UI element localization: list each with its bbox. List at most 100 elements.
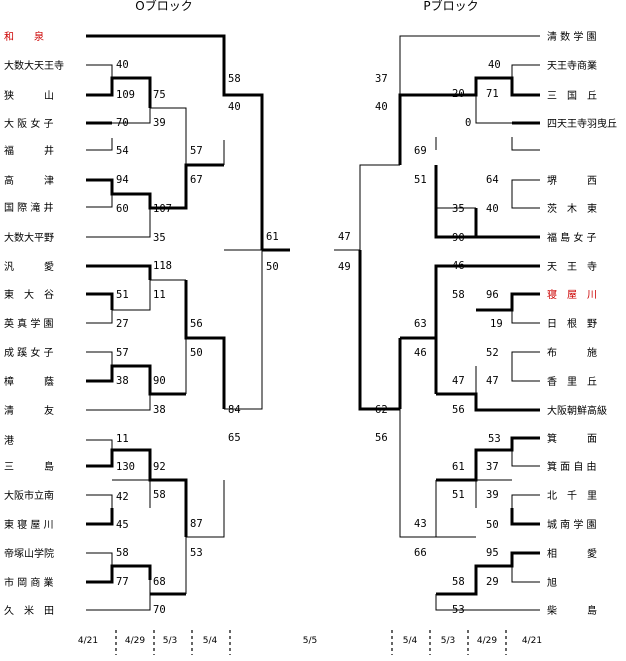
score-label: 61 <box>266 231 279 243</box>
score-label: 46 <box>414 347 427 359</box>
score-label: 87 <box>190 518 203 530</box>
score-label: 109 <box>116 89 135 101</box>
score-label: 77 <box>116 576 129 588</box>
score-label: 50 <box>190 347 203 359</box>
score-label: 58 <box>116 547 129 559</box>
p-team-name: 布 施 <box>547 346 597 359</box>
o-team-name: 汎 愛 <box>4 260 54 273</box>
score-label: 35 <box>153 232 166 244</box>
score-label: 64 <box>486 174 499 186</box>
round-date: 4/29 <box>125 636 145 646</box>
round-date: 4/29 <box>477 636 497 646</box>
o-team-name: 三 島 <box>4 460 54 473</box>
p-team-name: 堺 西 <box>547 175 597 187</box>
score-label: 56 <box>452 404 465 416</box>
score-label: 29 <box>486 576 499 588</box>
score-label: 0 <box>465 117 471 129</box>
p-team-name: 大阪朝鮮高級 <box>547 404 607 417</box>
score-label: 71 <box>486 88 499 100</box>
o-team-name: 福 井 <box>4 144 54 157</box>
score-label: 19 <box>490 318 503 330</box>
score-label: 60 <box>116 203 129 215</box>
o-team-name: 国 際 滝 井 <box>4 201 54 214</box>
o-team-name: 清 友 <box>4 404 54 417</box>
score-label: 53 <box>190 547 203 559</box>
score-label: 45 <box>116 519 129 531</box>
score-label: 38 <box>153 404 166 416</box>
score-label: 62 <box>375 404 388 416</box>
score-label: 84 <box>228 404 241 416</box>
score-label: 92 <box>153 461 166 473</box>
score-label: 53 <box>452 604 465 616</box>
o-team-name: 狭 山 <box>4 89 54 102</box>
score-label: 90 <box>452 232 465 244</box>
score-label: 51 <box>414 174 427 186</box>
score-label: 42 <box>116 491 129 503</box>
p-block-title: Pブロック <box>423 0 478 13</box>
o-team-name: 樟 蔭 <box>4 375 54 388</box>
p-team-name: 城 南 学 園 <box>547 518 597 531</box>
score-label: 50 <box>486 519 499 531</box>
round-date: 5/5 <box>303 636 317 646</box>
round-date: 5/4 <box>403 636 418 646</box>
round-date: 5/4 <box>203 636 218 646</box>
o-team-name: 大阪市立南 <box>4 489 54 502</box>
p-team-name: 香 里 丘 <box>547 376 597 388</box>
score-label: 47 <box>452 375 465 387</box>
score-label: 95 <box>486 547 499 559</box>
o-team-name: 大数大平野 <box>4 231 54 244</box>
score-label: 40 <box>228 101 241 113</box>
score-label: 53 <box>488 433 501 445</box>
p-team-name: 旭 <box>547 577 557 589</box>
o-team-name: 東 寝 屋 川 <box>4 518 54 531</box>
score-label: 49 <box>338 261 351 273</box>
o-team-name: 東 大 谷 <box>4 288 54 301</box>
p-team-name: 相 愛 <box>547 547 597 560</box>
score-label: 51 <box>452 489 465 501</box>
score-label: 20 <box>452 88 465 100</box>
score-label: 70 <box>116 117 129 129</box>
score-label: 43 <box>414 518 427 530</box>
score-label: 50 <box>266 261 279 273</box>
score-label: 35 <box>452 203 465 215</box>
p-team-name: 日 根 野 <box>547 317 597 330</box>
score-label: 11 <box>116 433 129 445</box>
o-team-name: 英 真 学 園 <box>4 317 54 330</box>
o-team-name: 成 蹊 女 子 <box>4 346 54 359</box>
score-label: 68 <box>153 576 166 588</box>
score-label: 40 <box>488 59 501 71</box>
score-label: 90 <box>153 375 166 387</box>
score-label: 118 <box>153 260 172 272</box>
p-team-name: 箕 面 自 由 <box>547 460 597 473</box>
round-date: 5/3 <box>163 636 177 646</box>
round-date: 4/21 <box>522 636 542 646</box>
score-label: 47 <box>338 231 351 243</box>
score-label: 56 <box>375 432 388 444</box>
o-team-name: 大 阪 女 子 <box>4 117 54 130</box>
score-label: 37 <box>486 461 499 473</box>
o-block-title: Oブロック <box>135 0 192 13</box>
o-team-name: 大数大天王寺 <box>4 59 64 72</box>
o-team-name: 港 <box>4 435 14 447</box>
score-label: 67 <box>190 174 203 186</box>
p-team-name: 四天王寺羽曳丘 <box>547 118 617 130</box>
score-label: 56 <box>190 318 203 330</box>
score-label: 40 <box>375 101 388 113</box>
o-team-name: 和 泉 <box>4 30 44 43</box>
score-label: 96 <box>486 289 499 301</box>
score-label: 52 <box>486 347 499 359</box>
score-label: 40 <box>116 59 129 71</box>
score-label: 39 <box>153 117 166 129</box>
p-team-name: 天王寺商業 <box>547 59 597 72</box>
score-label: 75 <box>153 89 166 101</box>
o-bracket-lines <box>86 34 290 611</box>
score-label: 51 <box>116 289 129 301</box>
o-team-name: 市 岡 商 業 <box>4 576 54 589</box>
score-label: 58 <box>452 576 465 588</box>
score-label: 58 <box>452 289 465 301</box>
p-bracket-lines <box>334 35 540 611</box>
